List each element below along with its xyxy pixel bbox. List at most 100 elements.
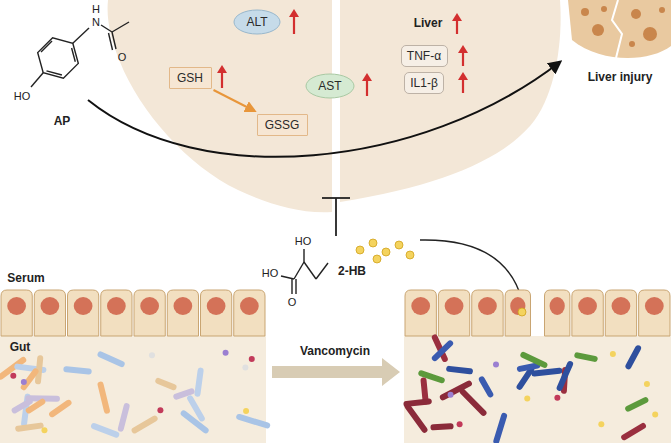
injured-liver [568,0,671,58]
lesion [631,9,641,19]
lesion [601,6,607,12]
up-arrow [217,65,227,88]
drawing-part [221,72,223,88]
epithelial-cell [134,290,165,336]
bacterium [197,371,200,394]
epithelial-cell [605,290,636,336]
atom-label: N [92,16,100,28]
cell-nucleus [74,297,93,315]
epithelial-cell [472,290,503,336]
drawing-part [369,239,377,247]
cell-nucleus [550,297,565,315]
bacterium [121,406,127,428]
bacterium [463,392,484,413]
bacterium [534,371,559,374]
bond [109,33,113,50]
bacterium [520,369,532,387]
region-label: Serum [7,272,44,285]
bacterium [94,426,116,435]
drawing-part [289,9,299,17]
bond [73,28,89,43]
metabolite-box: GSSG [257,114,308,136]
bacterium [449,369,470,371]
bacterium [190,398,202,418]
drawing-part [462,79,464,93]
up-arrow [458,45,468,66]
epithelial-cell [101,290,132,336]
epithelial-cell [68,290,99,336]
bacterium [433,423,450,430]
injured-liver-shape [568,0,671,58]
drawing-part [382,248,390,256]
bacterium [52,403,68,414]
treatment-arrow [272,358,400,386]
drawing-part [293,16,295,34]
drawing-part [356,246,364,254]
bacterium [628,348,638,366]
epithelial-cell [234,290,265,336]
cell-nucleus [645,297,664,315]
drawing-part [458,45,468,53]
ellipse-shape [234,10,280,34]
ap-molecule [31,22,129,87]
drawing-part [322,197,350,199]
bond [295,279,296,294]
node-text: TNF-α [407,49,441,63]
bond [101,25,112,32]
up-arrow [458,72,468,93]
bacterium [158,381,173,387]
bacterium [24,371,36,387]
bacterium [101,385,107,411]
atom-label: HO [14,90,31,102]
bacterium [406,401,428,403]
bacterium [15,401,30,410]
double-bond [47,71,62,75]
epithelial-cell [572,290,603,336]
compound-name: 2-HB [338,265,366,278]
bacterium [424,381,426,402]
epithelial-cell [34,290,65,336]
cell-nucleus [7,297,26,315]
node-text: ALT [246,15,267,29]
node-text: AST [318,79,341,93]
bacterium [496,416,504,441]
atom-label: O [118,51,127,63]
epithelial-cell [1,290,32,336]
microbiota [406,337,658,441]
cell-nucleus [445,297,464,315]
epithelial-cell [639,290,670,336]
drawing-part [373,255,381,263]
epithelium [405,290,670,336]
drawing-part [462,52,464,66]
gut-lumen [404,336,671,443]
epithelial-cell [505,290,530,336]
marker-ellipse: ALT [233,9,281,35]
node-text: IL1-β [410,76,438,90]
bacterium [38,358,40,381]
double-bond [41,41,52,52]
metabolite-dot [21,379,27,385]
drawing-part [217,65,227,73]
double-bond [72,48,76,62]
lesion [643,27,657,41]
bacterium [560,364,570,388]
drawing-part [335,198,337,236]
epithelial-cell [167,290,198,336]
lesion [629,41,635,47]
metabolite-dot [10,373,16,379]
injured-liver-crack [612,0,622,58]
treatment-label: Vancomycin [300,345,370,358]
bacterium [408,406,425,429]
cell-nucleus [41,297,60,315]
bond [304,262,316,279]
bacterium [66,369,88,371]
bond [303,249,304,262]
bacterium [577,355,594,358]
cell-nucleus [107,297,126,315]
hb-molecule [281,249,328,294]
cell-nucleus [207,297,226,315]
lesion [592,24,604,36]
metabolite-dot [157,407,163,413]
